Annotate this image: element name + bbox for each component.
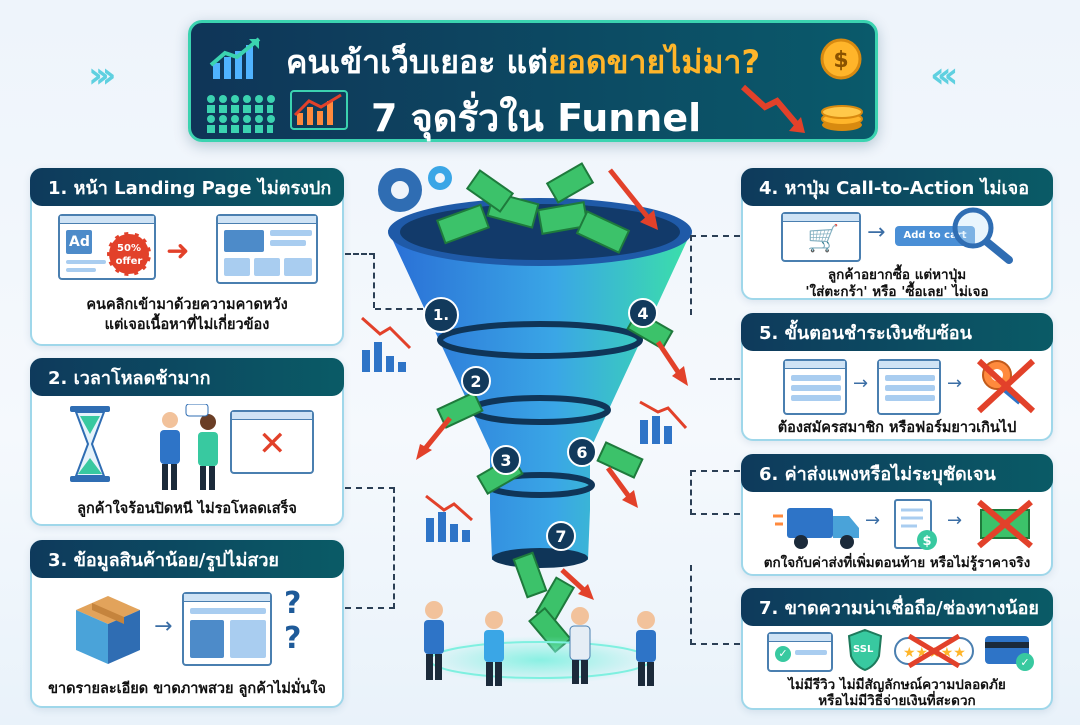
coin-stack-icon [821,105,863,131]
truck-icon [773,508,859,549]
funnel-point-1: 1. [423,297,459,333]
funnel-point-2: 2 [461,366,491,396]
card-2-load-time: 2. เวลาโหลดช้ามาก ✕ ลูกค้าใจร้อนปิดหนี ไ… [30,358,344,526]
arrow-right-icon: ➜ [166,234,190,267]
card-7-caption-1: ไม่มีรีวิว ไม่มีสัญลักษณ์ความปลอดภัย [788,677,1006,693]
impatient-people-icon [160,404,218,490]
card-7-title: 7. ขาดความน่าเชื่อถือ/ช่องทางน้อย [741,588,1053,626]
cart-icon: 🛒 [807,224,840,254]
card-2-caption: ลูกค้าใจร้อนปิดหนี ไม่รอโหลดเสร็จ [77,501,297,517]
chart-up-icon [209,37,261,79]
funnel-point-3: 3 [491,445,521,475]
header-title-highlight: ยอดขายไม่มา? [547,43,761,81]
card-2-title: 2. เวลาโหลดช้ามาก [30,358,344,396]
cart-window: 🛒 [781,212,861,262]
card-7-trust: 7. ขาดความน่าเชื่อถือ/ช่องทางน้อย ✓ SSL … [741,588,1053,710]
close-x-icon: ✕ [258,424,287,464]
connector-3 [345,487,395,609]
card-7-caption-2: หรือไม่มีวิธีจ่ายเงินที่สะดวก [818,693,976,709]
header-subtitle: 7 จุดรั่วใน Funnel [371,96,702,140]
card-5-checkout: 5. ขั้นตอนชำระเงินซับซ้อน → → ต้องสมัครส… [741,313,1053,441]
card-icon: ✓ [985,636,1034,671]
card-3-product-info: 3. ข้อมูลสินค้าน้อย/รูปไม่สวย → ?? ขาดรา… [30,540,344,708]
invoice-icon: $ [894,499,937,550]
key-icon [976,358,1036,414]
form-window-2 [877,359,941,415]
arrow-right-icon: → [154,614,173,639]
people-figures [424,601,656,686]
gear-icon [378,166,452,212]
offer-percent: 50% [117,243,141,254]
arrow-right-icon: → [947,373,963,394]
funnel-point-7: 7 [546,521,576,551]
connector-6 [690,470,740,515]
arrow-right-icon: → [947,510,963,531]
card-6-caption: ตกใจกับค่าส่งที่เพิ่มตอนท้าย หรือไม่รู้ร… [763,555,1031,571]
arrow-right-icon: → [867,220,886,245]
card-4-caption-1: ลูกค้าอยากซื้อ แต่หาปุ่ม [827,267,967,283]
left-chevrons: ››› [88,55,116,96]
question-marks: ?? [284,586,302,656]
chart-mixed-icon [290,90,348,130]
card-4-title: 4. หาปุ่ม Call-to-Action ไม่เจอ [741,168,1053,206]
svg-text:✓: ✓ [1020,656,1029,669]
hourglass-icon [70,406,110,482]
funnel-point-6: 6 [567,437,597,467]
form-window-1 [783,359,847,415]
card-3-caption: ขาดรายละเอียด ขาดภาพสวย ลูกค้าไม่มั่นใจ [48,681,326,697]
card-5-caption: ต้องสมัครสมาชิก หรือฟอร์มยาวเกินไป [777,420,1017,436]
card-1-caption-2: แต่เจอเนื้อหาที่ไม่เกี่ยวข้อง [104,317,270,333]
funnel-illustration [361,162,692,686]
connector-7 [690,565,740,645]
shield-icon [847,628,883,672]
header-title-part1: คนเข้าเว็บเยอะ แต่ [286,43,548,81]
card-6-shipping: 6. ค่าส่งแพงหรือไม่ระบุชัดเจน → $ → ตกใจ… [741,454,1053,576]
svg-text:$: $ [833,48,848,73]
ssl-label: SSL [853,644,874,655]
offer-word: offer [115,256,143,267]
magnifier-icon [952,207,1013,264]
connector-5 [710,378,740,380]
card-6-title: 6. ค่าส่งแพงหรือไม่ระบุชัดเจน [741,454,1053,492]
review-window: ✓ [767,632,833,672]
landing-window [216,214,318,284]
card-3-title: 3. ข้อมูลสินค้าน้อย/รูปไม่สวย [30,540,344,578]
offer-badge: 50% offer [107,232,151,276]
ad-label: Ad [69,234,90,250]
header-banner: คนเข้าเว็บเยอะ แต่ยอดขายไม่มา? 7 จุดรั่ว… [188,20,878,142]
svg-text:$: $ [922,534,931,549]
arrow-right-icon: → [853,373,869,394]
product-window [182,592,272,666]
people-icon [207,95,275,133]
check-icon: ✓ [775,646,791,662]
card-4-caption-2: 'ใส่ตะกร้า' หรือ 'ซื้อเลย' ไม่เจอ [805,284,989,300]
card-5-title: 5. ขั้นตอนชำระเงินซับซ้อน [741,313,1053,351]
connector-1 [345,253,375,308]
card-1-caption-1: คนคลิกเข้ามาด้วยความคาดหวัง [86,297,288,313]
cancelled-money-icon [977,499,1033,549]
connector-1b [375,308,423,310]
error-window: ✕ [230,410,314,474]
stars-rating-icon: ★★★★★ [894,634,974,668]
header-title: คนเข้าเว็บเยอะ แต่ยอดขายไม่มา? [286,37,856,88]
down-chart-bottom-left [425,494,473,542]
card-1-landing-page: 1. หน้า Landing Page ไม่ตรงปก Ad 50% off… [30,168,344,346]
connector-4 [690,235,740,315]
right-chevrons: ‹‹‹ [930,55,958,96]
down-chart-left [361,316,412,372]
arrow-right-icon: → [865,510,881,531]
down-chart-right [639,400,688,444]
card-1-title: 1. หน้า Landing Page ไม่ตรงปก [30,168,344,206]
down-trend-arrow-icon [740,84,805,133]
card-4-cta: 4. หาปุ่ม Call-to-Action ไม่เจอ 🛒 → Add … [741,168,1053,300]
box-icon [76,596,140,664]
funnel-point-4: 4 [628,298,658,328]
coin-icon: $ [820,38,862,80]
